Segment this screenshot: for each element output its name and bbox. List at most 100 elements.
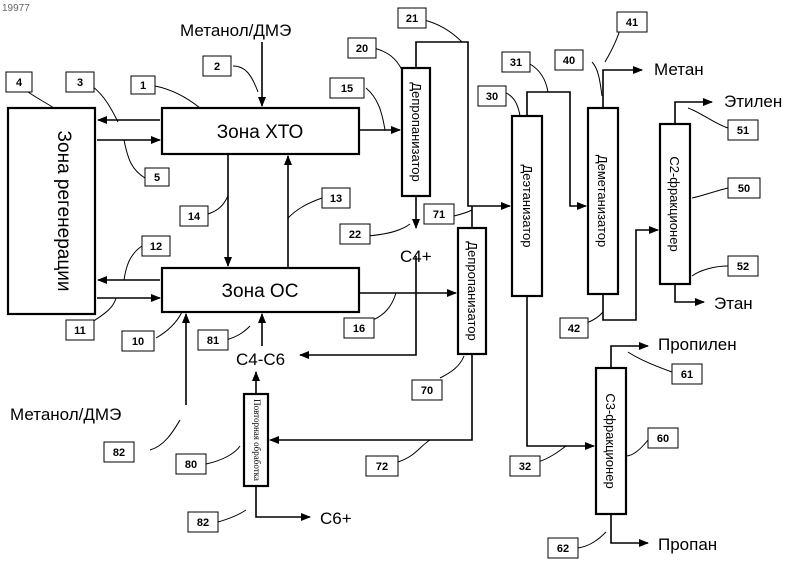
doc-id: 19977 [2, 3, 30, 14]
xto-zone: Зона ХТО [162, 108, 359, 154]
ref-82-bottoms: 82 [188, 512, 218, 532]
svg-text:61: 61 [681, 369, 693, 381]
ref-11: 11 [66, 320, 94, 340]
svg-text:Деэтанизатор: Деэтанизатор [520, 164, 535, 247]
ref-71: 71 [424, 204, 454, 224]
svg-text:10: 10 [132, 336, 144, 348]
svg-text:41: 41 [626, 17, 638, 29]
svg-text:51: 51 [737, 125, 749, 137]
ref-61: 61 [672, 364, 702, 384]
c4c6-label: С4-С6 [236, 350, 285, 369]
svg-text:15: 15 [341, 83, 353, 95]
methanol-feed-bottom-label: Метанол/ДМЭ [10, 405, 121, 424]
ref-52: 52 [728, 256, 758, 276]
svg-text:60: 60 [657, 433, 669, 445]
svg-text:2: 2 [214, 61, 220, 73]
ref-60: 60 [648, 428, 678, 448]
svg-text:82: 82 [113, 447, 125, 459]
svg-text:16: 16 [353, 323, 365, 335]
svg-text:31: 31 [510, 57, 522, 69]
ethylene-label: Этилен [724, 92, 782, 111]
ref-82-feed: 82 [104, 442, 134, 462]
ref-20: 20 [348, 38, 376, 58]
regeneration-zone-label: Зона регенерации [53, 131, 74, 292]
ref-72: 72 [366, 456, 398, 476]
ref-10: 10 [122, 331, 154, 351]
ref-12: 12 [142, 236, 170, 256]
svg-text:21: 21 [406, 13, 418, 25]
svg-text:Повторная обработка: Повторная обработка [252, 399, 262, 481]
ref-14: 14 [180, 206, 208, 226]
ref-21: 21 [398, 8, 426, 28]
c6plus-label: С6+ [320, 509, 352, 528]
svg-text:72: 72 [376, 461, 388, 473]
ref-42: 42 [560, 318, 588, 338]
svg-text:12: 12 [150, 241, 162, 253]
svg-text:82: 82 [197, 517, 209, 529]
c2-fractionator-column: С2-фракционер [660, 124, 690, 284]
ref-16: 16 [344, 318, 374, 338]
propylene-label: Пропилен [658, 335, 737, 354]
methanol-feed-top-label: Метанол/ДМЭ [180, 21, 291, 40]
ref-32: 32 [510, 456, 540, 476]
svg-text:50: 50 [738, 183, 750, 195]
ref-31: 31 [502, 52, 530, 72]
depropanizer-bottom-column: Депропанизатор [458, 228, 486, 354]
svg-text:81: 81 [207, 335, 219, 347]
svg-text:С3-фракционер: С3-фракционер [603, 393, 618, 488]
ref-40: 40 [555, 50, 583, 70]
depropanizer-top-column: Депропанизатор [402, 68, 430, 196]
svg-text:11: 11 [74, 325, 86, 337]
svg-text:14: 14 [188, 211, 201, 223]
deethanizer-column: Деэтанизатор [512, 116, 542, 296]
svg-text:20: 20 [356, 43, 368, 55]
ref-41: 41 [617, 12, 647, 32]
os-zone: Зона ОС [162, 268, 359, 312]
svg-text:40: 40 [563, 55, 575, 67]
svg-text:52: 52 [737, 261, 749, 273]
ref-30: 30 [478, 86, 506, 106]
ref-70: 70 [412, 380, 442, 400]
ref-80: 80 [176, 454, 206, 474]
reference-labels: 1 2 3 4 5 10 11 12 13 14 15 16 20 21 22 … [6, 8, 760, 558]
svg-text:Деметанизатор: Деметанизатор [595, 155, 610, 247]
svg-text:4: 4 [16, 77, 23, 89]
xto-zone-label: Зона ХТО [217, 122, 304, 143]
regeneration-zone: Зона регенерации [8, 108, 95, 314]
svg-text:13: 13 [330, 193, 342, 205]
svg-text:30: 30 [486, 91, 498, 103]
ref-4: 4 [6, 72, 32, 92]
svg-text:5: 5 [154, 172, 160, 184]
ref-15: 15 [330, 78, 364, 98]
svg-text:70: 70 [421, 385, 433, 397]
svg-text:42: 42 [568, 323, 580, 335]
ref-22: 22 [340, 224, 370, 244]
svg-text:С2-фракционер: С2-фракционер [667, 156, 682, 251]
ref-81: 81 [198, 330, 228, 350]
methane-label: Метан [654, 60, 704, 79]
svg-text:71: 71 [433, 209, 445, 221]
ref-3: 3 [66, 72, 94, 92]
svg-text:22: 22 [349, 229, 361, 241]
svg-text:Депропанизатор: Депропанизатор [409, 82, 424, 181]
svg-text:62: 62 [557, 543, 569, 555]
os-zone-label: Зона ОС [222, 281, 299, 302]
ref-13: 13 [322, 188, 350, 208]
propane-label: Пропан [658, 535, 717, 554]
svg-text:1: 1 [140, 80, 146, 92]
ref-1: 1 [131, 76, 155, 94]
c3-fractionator-column: С3-фракционер [596, 368, 626, 514]
svg-text:3: 3 [77, 77, 83, 89]
ref-2: 2 [203, 56, 231, 76]
ref-51: 51 [728, 120, 758, 140]
demethanizer-column: Деметанизатор [588, 108, 618, 294]
ref-50: 50 [728, 178, 760, 198]
ethane-label: Этан [714, 294, 753, 313]
svg-text:Депропанизатор: Депропанизатор [465, 241, 480, 340]
svg-text:80: 80 [185, 459, 197, 471]
svg-text:32: 32 [519, 461, 531, 473]
ref-62: 62 [548, 538, 578, 558]
reprocessing-column: Повторная обработка [244, 394, 268, 486]
